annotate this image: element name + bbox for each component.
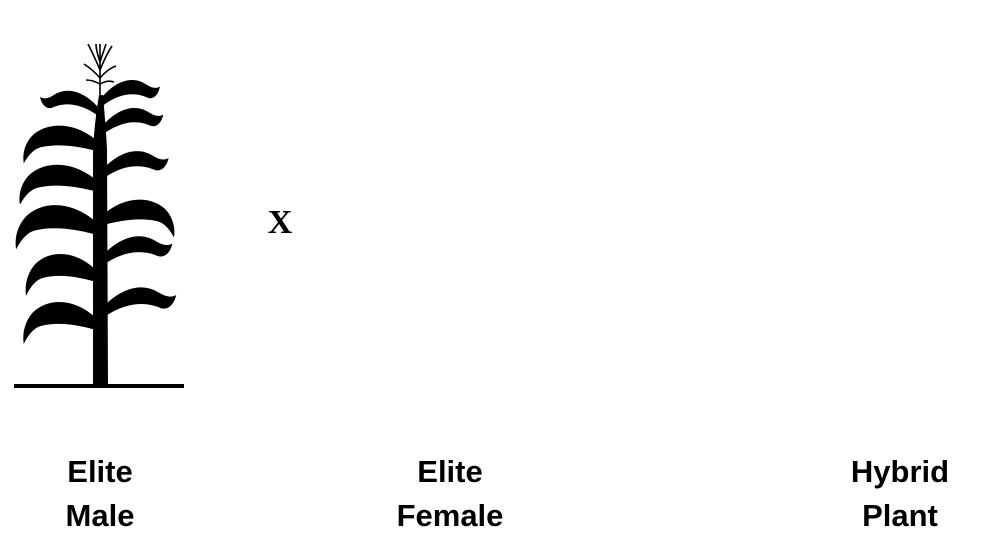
plant-label-hybrid: Hybrid Plant (820, 450, 980, 538)
label-line-1: Hybrid (850, 454, 950, 489)
label-line-1: Elite (67, 454, 133, 489)
label-line-1: Elite (417, 454, 483, 489)
cross-symbol: X (267, 204, 293, 241)
tassel-icon (83, 43, 117, 96)
plant-label-female: Elite Female (370, 450, 530, 538)
corn-plant-icon (15, 79, 177, 386)
label-line-2: Plant (862, 498, 938, 533)
plant-male (14, 43, 184, 388)
label-line-2: Male (65, 498, 135, 533)
plant-label-male: Elite Male (20, 450, 180, 538)
label-line-2: Female (396, 498, 504, 533)
